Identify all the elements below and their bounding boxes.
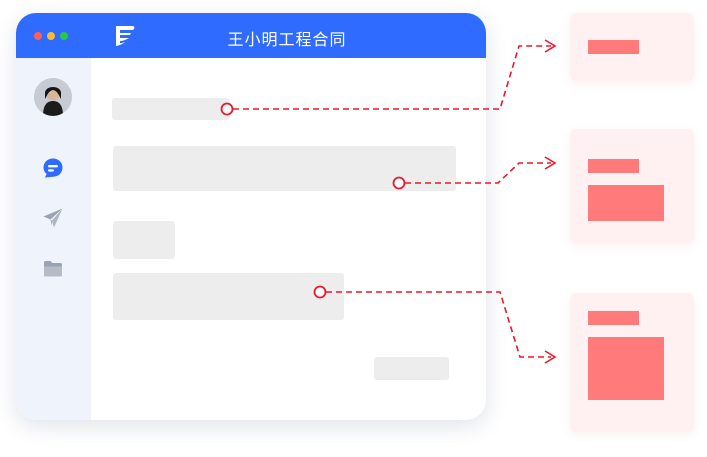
minimize-window-dot[interactable] (47, 32, 55, 40)
callout-card-2 (570, 129, 694, 243)
app-window: 王小明工程合同 (16, 13, 486, 420)
sidebar (16, 58, 91, 420)
callout-card-1 (570, 13, 694, 81)
card-label-bar (588, 311, 639, 325)
arrow-head-2 (544, 156, 557, 170)
avatar-portrait-icon (34, 78, 72, 116)
placeholder-button (374, 357, 449, 380)
maximize-window-dot[interactable] (60, 32, 68, 40)
card-label-bar (588, 40, 639, 54)
card-label-bar (588, 159, 639, 173)
send-icon[interactable] (42, 207, 64, 229)
folder-icon[interactable] (42, 258, 64, 280)
chat-bubble-icon[interactable] (42, 157, 64, 179)
placeholder-short-field (112, 98, 230, 120)
window-title: 王小明工程合同 (227, 30, 347, 49)
placeholder-small-block (113, 221, 175, 259)
callout-card-3 (570, 293, 694, 432)
placeholder-wide-field (113, 146, 456, 191)
arrow-head-3 (544, 350, 557, 364)
title-bar: 王小明工程合同 (16, 13, 486, 58)
card-value-block (588, 185, 664, 221)
close-window-dot[interactable] (34, 32, 42, 40)
card-value-block (588, 337, 664, 400)
placeholder-medium-field (113, 273, 344, 320)
avatar[interactable] (34, 78, 72, 116)
app-logo-icon (116, 26, 135, 46)
arrow-head-1 (544, 39, 557, 53)
